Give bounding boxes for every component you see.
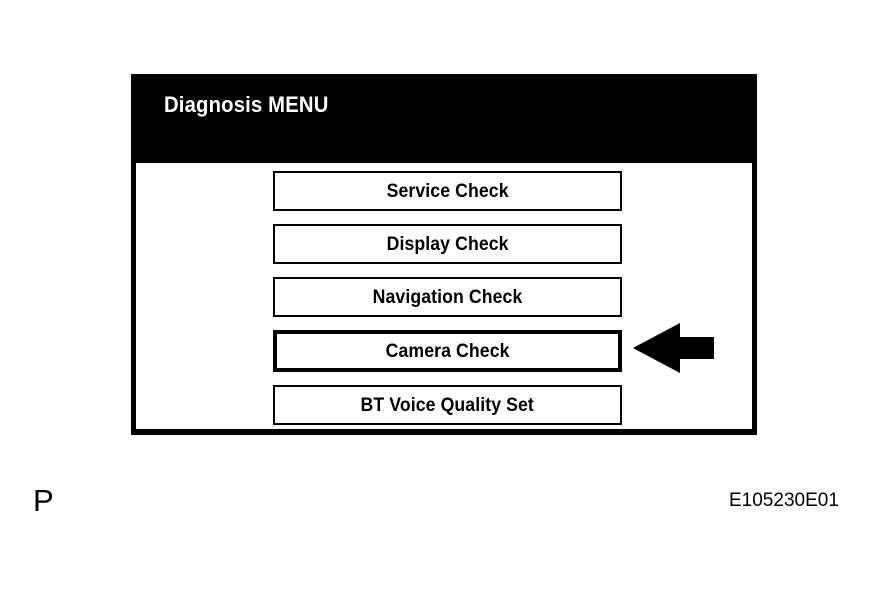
device-screen-panel: Diagnosis MENU Service Check Display Che… (131, 74, 757, 435)
menu-item-display-check[interactable]: Display Check (273, 224, 622, 264)
menu-item-camera-check[interactable]: Camera Check (273, 330, 622, 372)
arrow-left-icon (633, 323, 714, 373)
menu-item-navigation-check[interactable]: Navigation Check (273, 277, 622, 317)
screen-title: Diagnosis MENU (164, 92, 329, 117)
figure-reference: E105230E01 (729, 490, 839, 511)
menu-item-label: Camera Check (385, 340, 510, 362)
menu-item-service-check[interactable]: Service Check (273, 171, 622, 211)
menu-item-label: Service Check (386, 180, 509, 202)
screen-header-bar: Diagnosis MENU (131, 74, 757, 163)
menu-item-bt-voice-quality-set[interactable]: BT Voice Quality Set (273, 385, 622, 425)
diagnosis-menu-list: Service Check Display Check Navigation C… (273, 171, 622, 425)
menu-item-label: BT Voice Quality Set (360, 394, 535, 416)
menu-item-label: Navigation Check (372, 286, 523, 308)
page-marker: P (33, 483, 54, 518)
menu-item-label: Display Check (386, 233, 509, 255)
